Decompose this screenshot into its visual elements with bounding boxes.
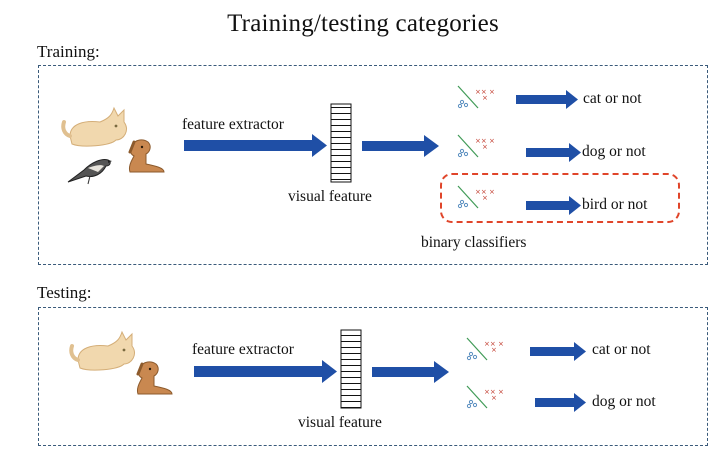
training-output-arrow-bird <box>526 196 581 215</box>
testing-extractor-label: feature extractor <box>192 341 294 358</box>
testing-feature-vector <box>340 329 362 409</box>
testing-output-arrow-cat <box>530 342 586 361</box>
training-extractor-label: feature extractor <box>182 116 284 133</box>
bird-icon <box>67 159 112 185</box>
svg-text:×× ×: ×× × <box>475 88 495 96</box>
diagram-title: Training/testing categories <box>227 10 499 37</box>
svg-text:×× ×: ×× × <box>475 137 495 145</box>
svg-text:×: × <box>482 143 488 151</box>
classifier-icon: ×× × × <box>457 134 495 158</box>
svg-text:×: × <box>491 394 497 402</box>
training-output-arrow-cat <box>516 90 578 109</box>
training-extractor-arrow <box>184 134 327 157</box>
classifier-icon: ×× × × <box>466 337 504 361</box>
classifier-icon: ×× × × <box>466 385 504 409</box>
svg-text:×× ×: ×× × <box>475 188 495 196</box>
svg-text:×: × <box>482 194 488 202</box>
testing-feature-arrow <box>372 361 449 383</box>
bird-classifier-highlight <box>440 173 680 223</box>
training-output-bird: bird or not <box>582 196 648 213</box>
training-output-cat: cat or not <box>583 90 642 107</box>
classifier-icon: ×× × × <box>457 185 495 209</box>
training-output-dog: dog or not <box>582 143 646 160</box>
training-classifiers-label: binary classifiers <box>421 234 527 251</box>
cat-icon <box>69 330 135 371</box>
training-feature-arrow <box>362 135 439 157</box>
classifier-icon: ×× × × <box>457 85 495 109</box>
training-label: Training: <box>37 42 100 61</box>
training-panel <box>38 65 708 265</box>
testing-feature-label: visual feature <box>298 414 382 431</box>
cat-icon <box>61 106 127 147</box>
dog-icon <box>136 361 173 395</box>
svg-text:×: × <box>482 94 488 102</box>
testing-output-cat: cat or not <box>592 341 651 358</box>
testing-output-dog: dog or not <box>592 393 656 410</box>
testing-extractor-arrow <box>194 360 337 383</box>
training-output-arrow-dog <box>526 143 581 162</box>
testing-label: Testing: <box>37 283 92 302</box>
training-feature-label: visual feature <box>288 188 372 205</box>
svg-text:×× ×: ×× × <box>484 340 504 348</box>
testing-output-arrow-dog <box>535 393 586 412</box>
dog-icon <box>128 139 165 173</box>
svg-text:×× ×: ×× × <box>484 388 504 396</box>
training-feature-vector <box>330 103 352 183</box>
testing-panel <box>38 307 708 446</box>
svg-text:×: × <box>491 346 497 354</box>
